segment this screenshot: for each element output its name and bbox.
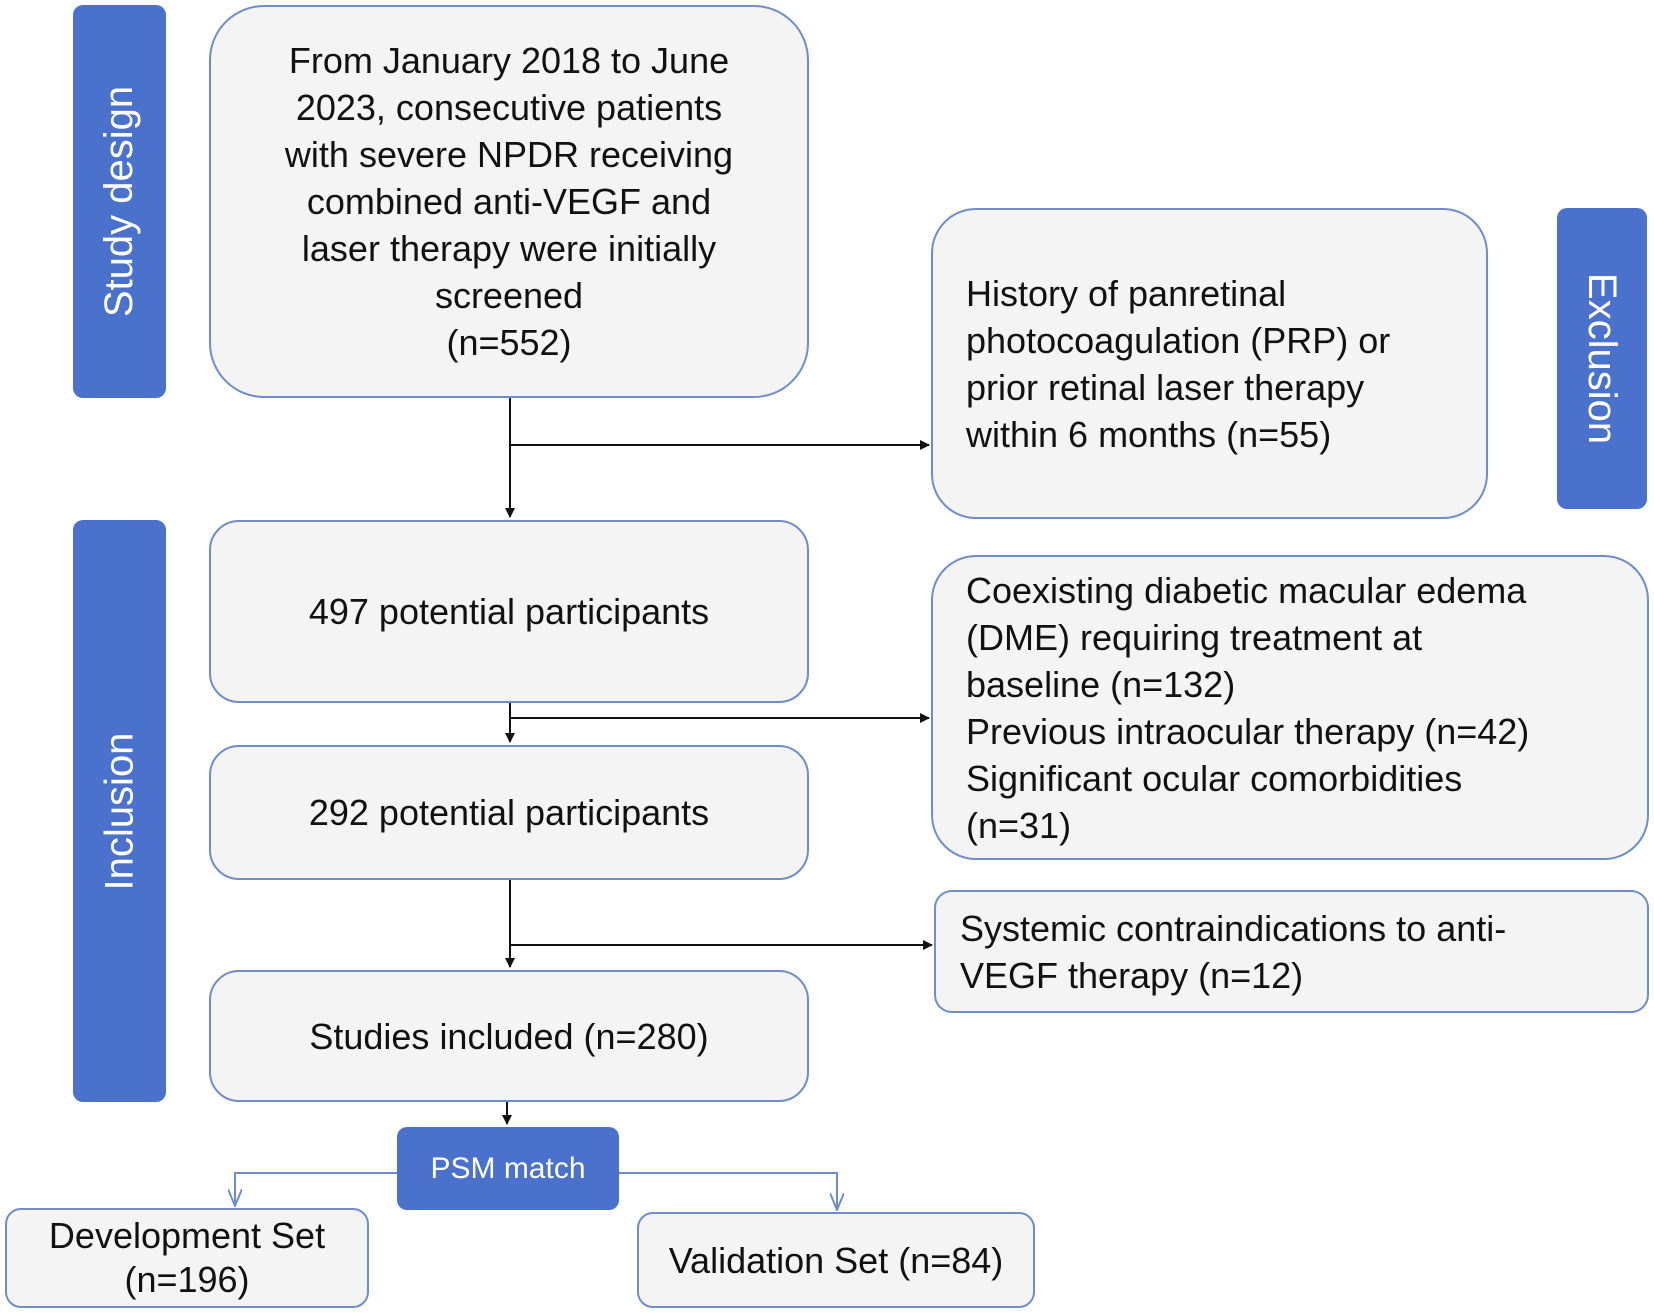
participants-292-box: 292 potential participants (209, 745, 809, 880)
screened-line: From January 2018 to June (288, 40, 730, 81)
psm-match-label: PSM match (430, 1151, 586, 1185)
development-set-box: Development Set (n=196) (5, 1208, 369, 1308)
exclusion-3-line: VEGF therapy (n=12) (960, 954, 1304, 996)
band-exclusion: Exclusion (1557, 208, 1647, 509)
screened-line: 2023, consecutive patients (295, 87, 723, 128)
psm-match-box: PSM match (397, 1127, 619, 1210)
exclusion-box-1: History of panretinal photocoagulation (… (931, 208, 1488, 519)
exclusion-1-text: History of panretinal photocoagulation (… (966, 270, 1390, 458)
band-study-design: Study design (73, 5, 166, 398)
development-set-line: (n=196) (124, 1259, 250, 1300)
exclusion-1-line: within 6 months (n=55) (966, 413, 1332, 455)
band-inclusion: Inclusion (73, 520, 166, 1102)
exclusion-box-2: Coexisting diabetic macular edema (DME) … (931, 555, 1649, 860)
validation-set-box: Validation Set (n=84) (637, 1212, 1035, 1308)
studies-included-text: Studies included (n=280) (309, 1015, 709, 1057)
studies-included-box: Studies included (n=280) (209, 970, 809, 1102)
exclusion-2-line: (n=31) (966, 804, 1072, 846)
screened-text: From January 2018 to June 2023, consecut… (285, 37, 733, 366)
participants-497-text: 497 potential participants (308, 591, 710, 632)
screened-line: combined anti-VEGF and (306, 181, 712, 222)
exclusion-2-line: (DME) requiring treatment at (966, 616, 1423, 658)
exclusion-1-line: photocoagulation (PRP) or (966, 319, 1391, 361)
connector-psm-to-development (235, 1172, 397, 1206)
connector-psm-to-validation (619, 1172, 837, 1210)
exclusion-1-line: History of panretinal (966, 272, 1287, 314)
exclusion-2-line: Coexisting diabetic macular edema (966, 569, 1527, 611)
development-set-text: Development Set (n=196) (49, 1214, 325, 1302)
screened-box: From January 2018 to June 2023, consecut… (209, 5, 809, 398)
exclusion-2-line: baseline (n=132) (966, 663, 1236, 705)
exclusion-1-line: prior retinal laser therapy (966, 366, 1365, 408)
exclusion-3-text: Systemic contraindications to anti- VEGF… (960, 905, 1506, 999)
exclusion-2-line: Significant ocular comorbidities (966, 757, 1463, 799)
exclusion-2-text: Coexisting diabetic macular edema (DME) … (966, 567, 1529, 849)
exclusion-3-line: Systemic contraindications to anti- (960, 907, 1507, 949)
validation-set-text: Validation Set (n=84) (668, 1239, 1004, 1281)
exclusion-box-3: Systemic contraindications to anti- VEGF… (934, 890, 1649, 1013)
participants-292-text: 292 potential participants (308, 792, 710, 833)
screened-line: with severe NPDR receiving (284, 134, 734, 175)
screened-line: screened (434, 275, 584, 316)
screened-line: laser therapy were initially (301, 228, 717, 269)
screened-line: (n=552) (446, 322, 572, 363)
exclusion-2-line: Previous intraocular therapy (n=42) (966, 710, 1530, 752)
participants-497-box: 497 potential participants (209, 520, 809, 703)
development-set-line: Development Set (48, 1215, 326, 1256)
